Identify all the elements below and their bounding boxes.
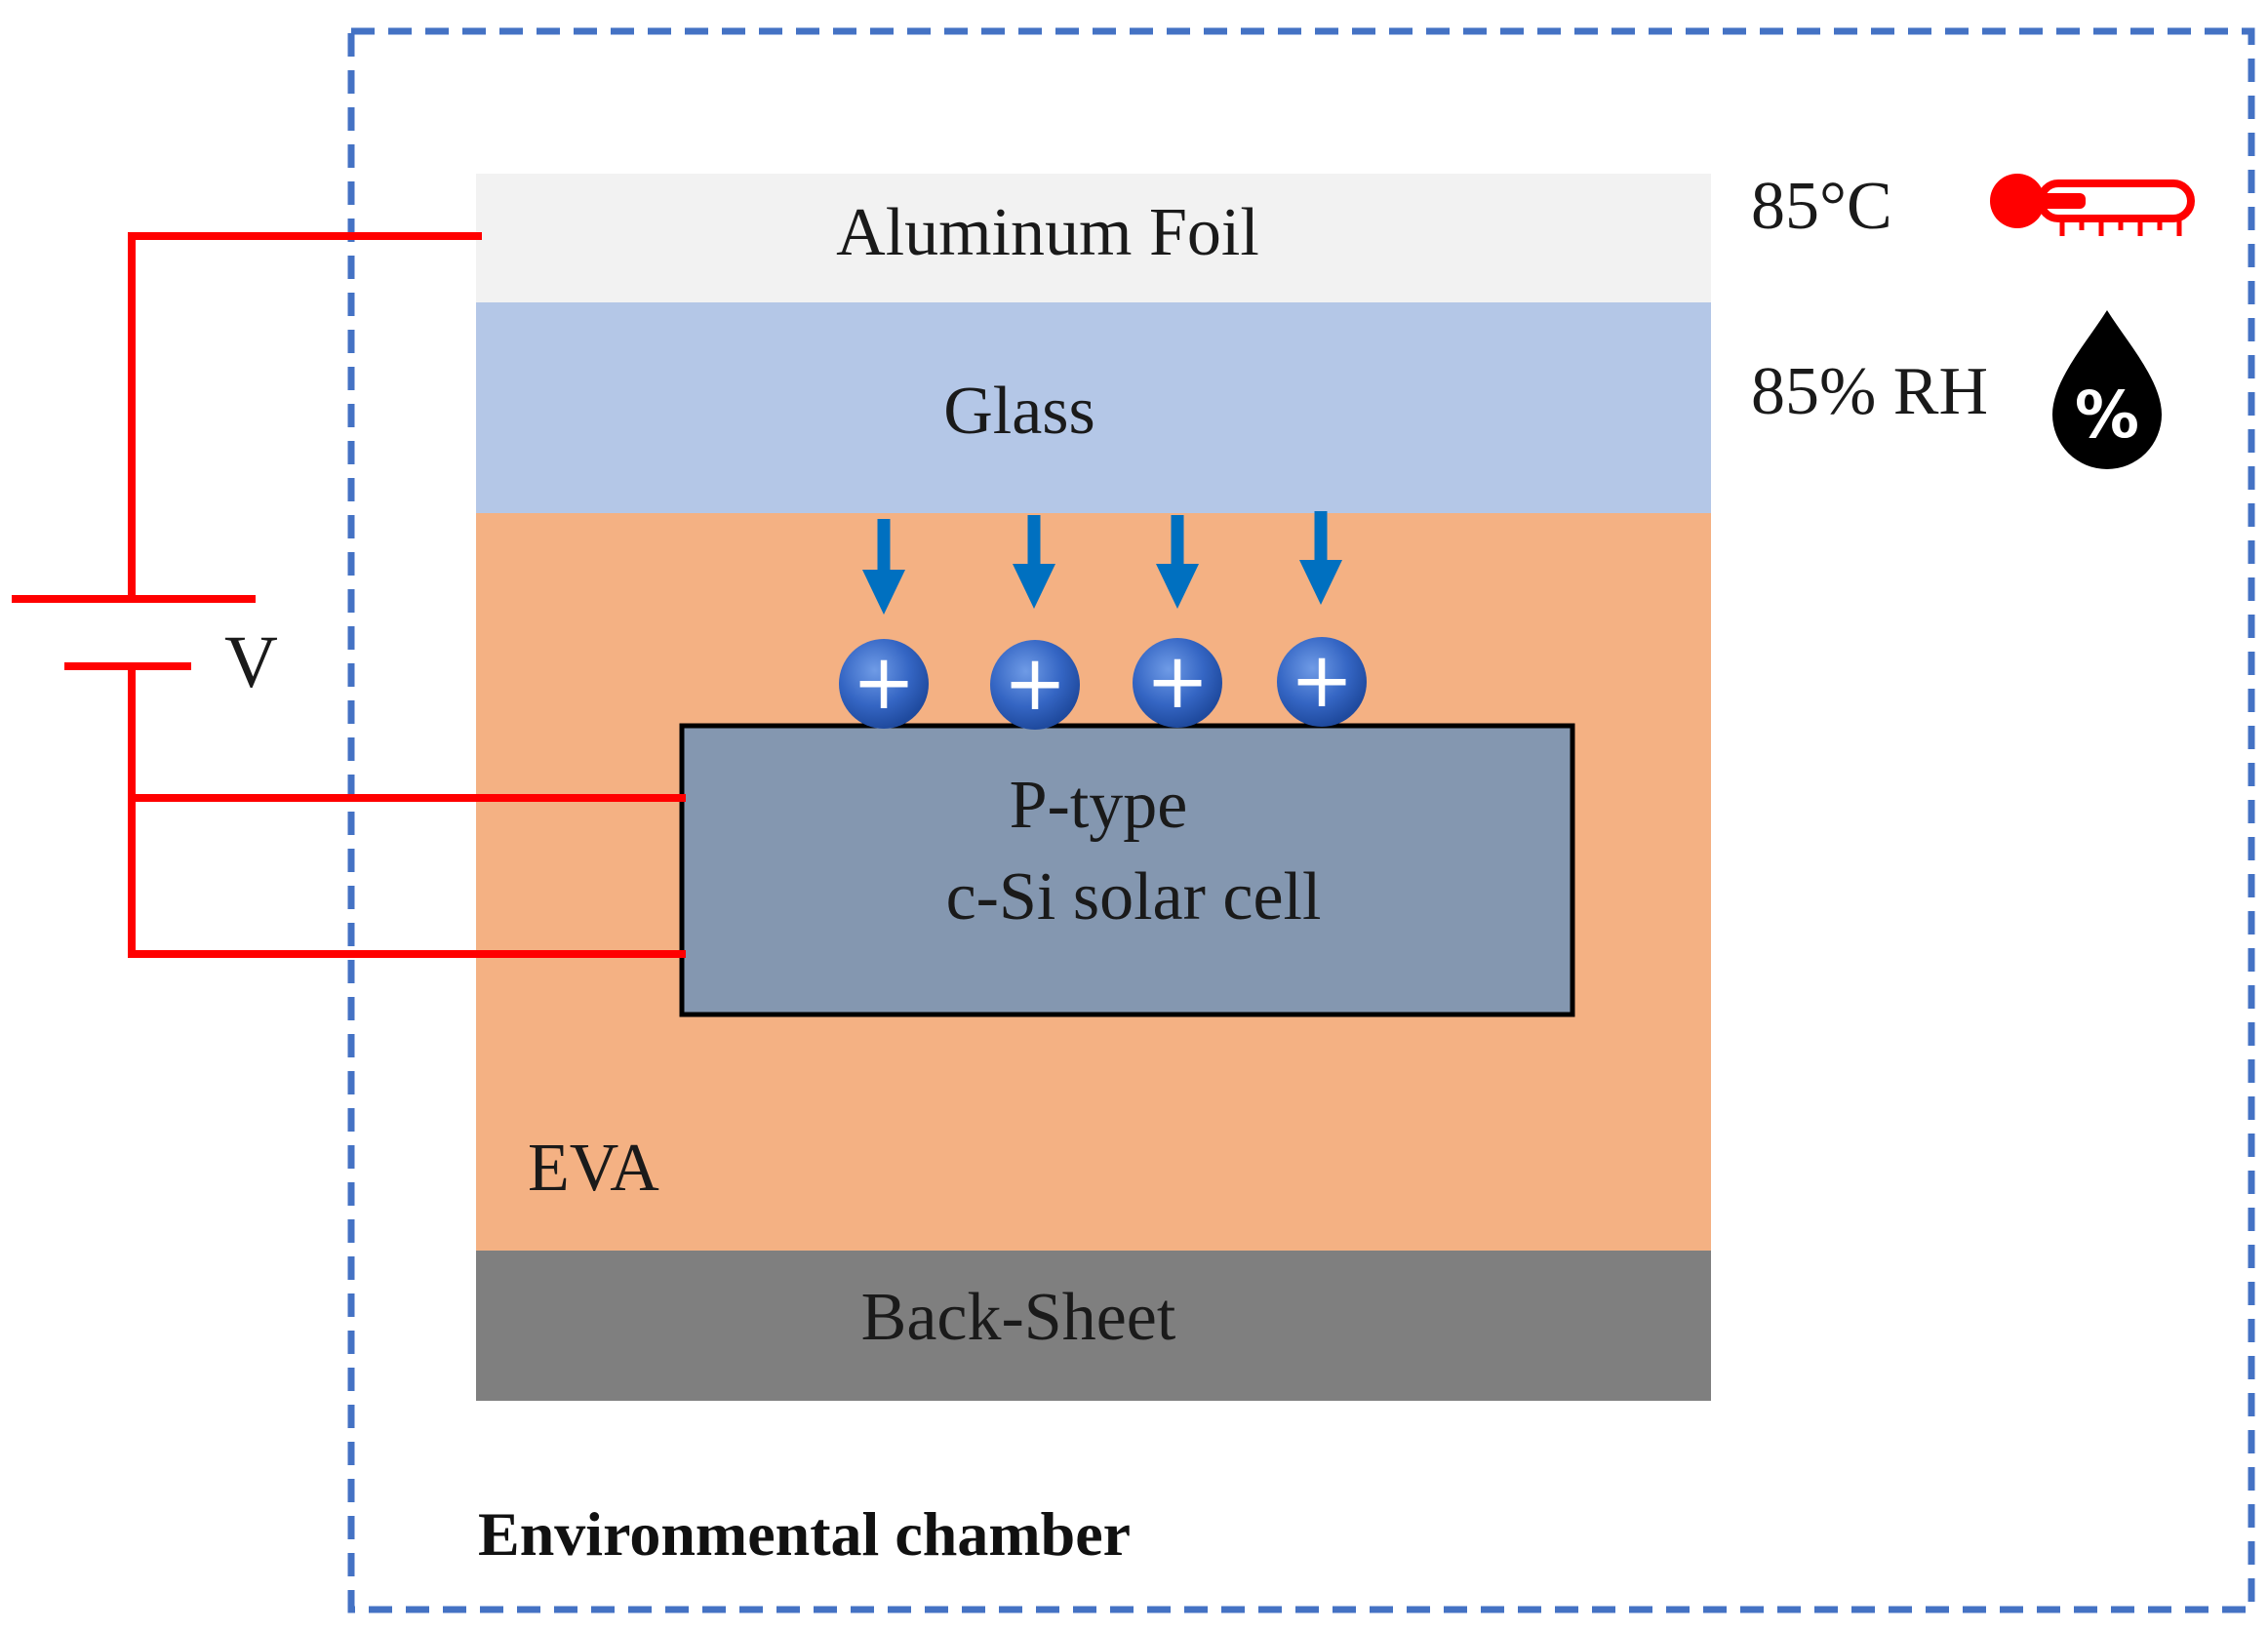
ion-arrow bbox=[1299, 511, 1342, 605]
ion-plus-sign: + bbox=[1290, 637, 1353, 725]
glass-layer bbox=[476, 302, 1711, 513]
glass-label: Glass bbox=[943, 374, 1095, 449]
ion-arrow bbox=[862, 519, 905, 615]
positive-ions: + + + + bbox=[839, 637, 1367, 730]
back-sheet-label: Back-Sheet bbox=[861, 1280, 1176, 1355]
ion-arrow bbox=[1013, 515, 1055, 609]
water-drop-percent-icon: % bbox=[2052, 310, 2162, 469]
percent-glyph: % bbox=[2075, 378, 2139, 453]
circuit-wires bbox=[12, 232, 686, 958]
cell-label-line1: P-type bbox=[1010, 768, 1188, 843]
voltage-label: V bbox=[224, 621, 278, 703]
ion-plus-sign: + bbox=[1003, 640, 1066, 728]
positive-ion: + bbox=[839, 639, 929, 729]
wire-to-foil bbox=[128, 232, 482, 603]
environmental-chamber-label: Environmental chamber bbox=[478, 1499, 1131, 1569]
back-sheet-layer bbox=[476, 1251, 1711, 1401]
positive-ion: + bbox=[1133, 638, 1222, 728]
eva-label: EVA bbox=[528, 1131, 659, 1206]
solar-cell bbox=[679, 723, 1575, 1017]
ion-plus-sign: + bbox=[852, 639, 915, 727]
thermometer-icon bbox=[1990, 174, 2195, 236]
environmental-chamber-border bbox=[347, 27, 2255, 1613]
temperature-label: 85°C bbox=[1751, 169, 1892, 244]
ion-migration-arrows bbox=[862, 511, 1342, 615]
ion-arrow bbox=[1156, 515, 1199, 609]
wire-to-cell-lower bbox=[128, 662, 686, 958]
cell-label-line2: c-Si solar cell bbox=[946, 859, 1322, 935]
positive-ion: + bbox=[990, 640, 1080, 730]
positive-ion: + bbox=[1277, 637, 1367, 727]
aluminum-foil-label: Aluminum Foil bbox=[836, 195, 1259, 270]
aluminum-foil-layer bbox=[476, 174, 1711, 302]
ion-plus-sign: + bbox=[1145, 638, 1209, 726]
humidity-label: 85% RH bbox=[1751, 354, 1988, 429]
